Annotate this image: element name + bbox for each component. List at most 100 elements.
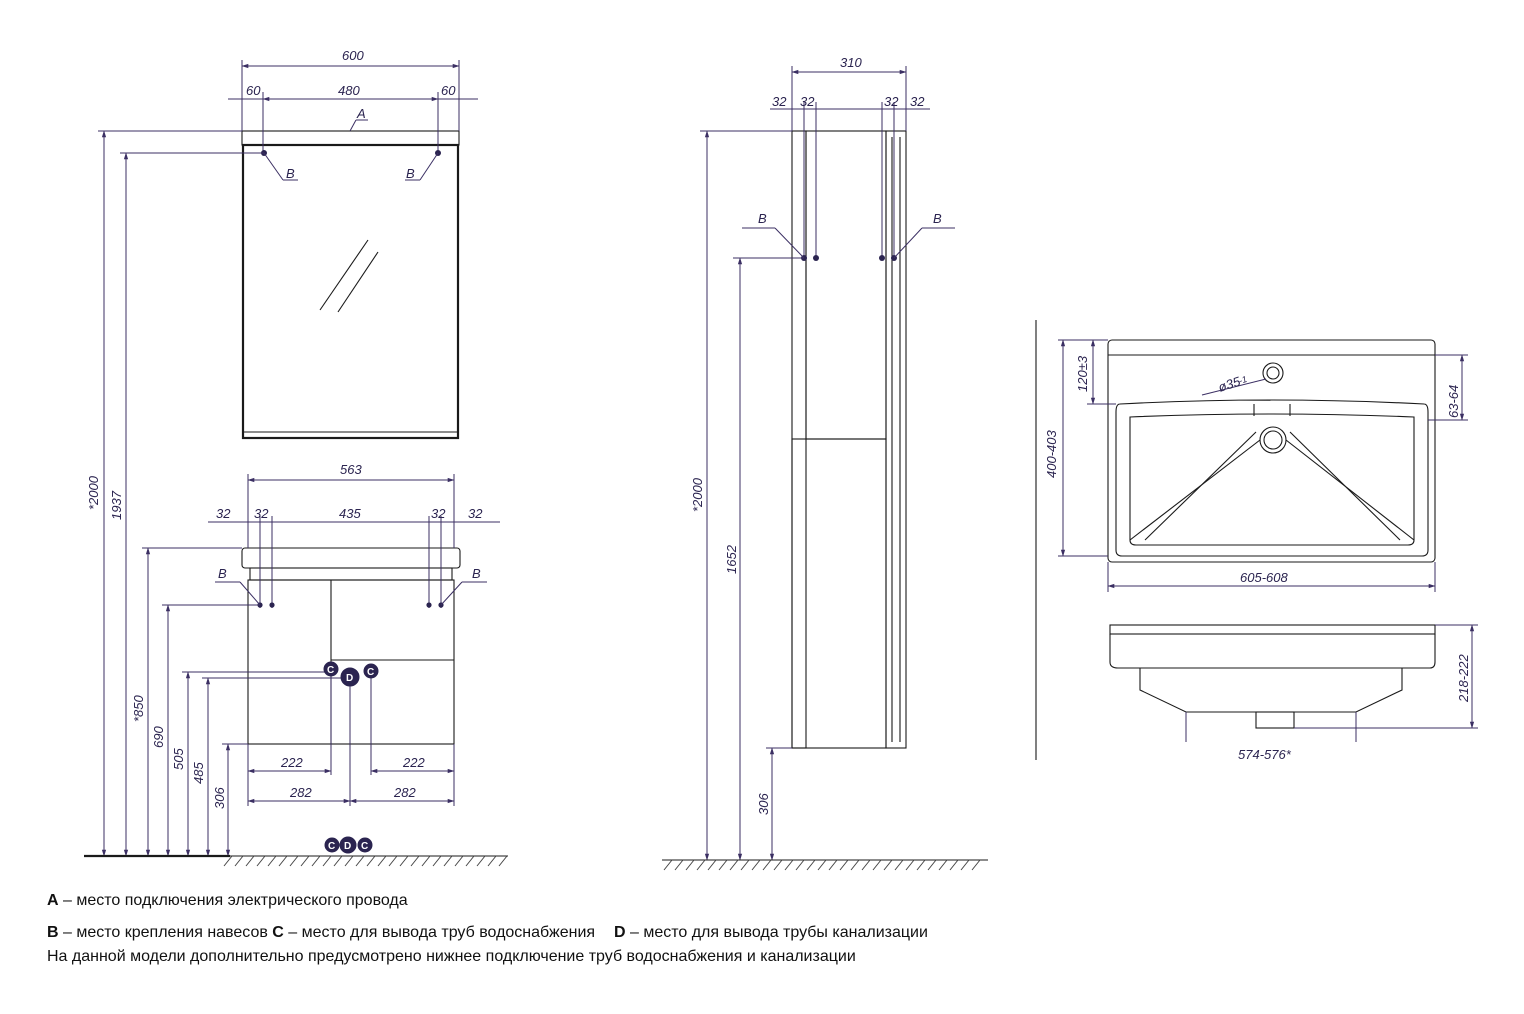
floor-hatch-stroke [278,855,288,867]
dim-w-d-right: 282 [393,785,416,800]
dim-mirror-side-right: 60 [441,83,456,98]
floor-hatch-stroke [916,859,926,871]
floor-hatch-stroke [432,855,442,867]
floor-hatch-stroke [366,855,376,867]
floor-hatch-stroke [388,855,398,867]
floor-hatch-stroke [344,855,354,867]
floor-hatch-stroke [872,859,882,871]
dim-basin-width: 605-608 [1240,570,1288,585]
floor-hatch-stroke [729,859,739,871]
legend-text-bottom-connection: На данной модели дополнительно предусмот… [47,948,856,965]
floor-hatch-stroke [861,859,871,871]
dim-h-c: 505 [171,748,186,770]
side-view [662,66,988,871]
floor-hatch-stroke [465,855,475,867]
legend-key-a: A [47,892,59,909]
dim-basin-tap-hole-tol: -1 [1238,374,1249,386]
basin-side-view [1109,624,1478,742]
legend-key-c: C [272,924,284,941]
dim-side-h-hinge: 1652 [724,544,739,574]
floor-hatch-stroke [421,855,431,867]
floor-hatch-stroke [740,859,750,871]
side-floor-hatch [663,859,981,871]
svg-text:C: C [367,667,374,678]
badge-floor-c-left: C [324,837,340,853]
front-floor-hatch [223,855,508,867]
floor-hatch-stroke [784,859,794,871]
label-b-mirror-right: B [406,166,415,181]
dim-basin-tap-hole: ø35 [1216,373,1243,394]
front-view [84,60,508,867]
floor-hatch-stroke [487,855,497,867]
label-b-cabinet-left: B [218,566,227,581]
floor-hatch-stroke [707,859,717,871]
floor-hatch-stroke [289,855,299,867]
label-b-side-right: B [933,211,942,226]
svg-text:D: D [344,841,351,852]
floor-hatch-stroke [696,859,706,871]
floor-hatch-stroke [267,855,277,867]
badge-floor-c-right: C [357,837,373,853]
dim-side-off3: 32 [884,94,899,109]
floor-hatch-stroke [927,859,937,871]
mirror-glare-1 [319,239,369,311]
legend-text-c: – место для вывода труб водоснабжения [283,924,600,941]
legend-text-a: – место подключения электрического прово… [58,892,408,909]
svg-text:C: C [361,841,368,852]
badge-c-right: C [363,663,379,679]
dim-h-bottom: 306 [212,787,227,809]
floor-hatch-stroke [245,855,255,867]
dim-basin-width-bottom: 574-576* [1238,747,1292,762]
dim-basin-height: 218-222 [1456,654,1471,703]
dim-h-hinge: 690 [151,726,166,748]
dim-mirror-inner: 480 [338,83,360,98]
dim-basin-tap-offset: 120±3 [1075,355,1090,392]
dim-cab-off-l2: 32 [254,506,269,521]
floor-hatch-stroke [311,855,321,867]
floor-hatch-stroke [894,859,904,871]
dim-h-total: *2000 [86,475,101,510]
floor-hatch-stroke [762,859,772,871]
floor-hatch-stroke [256,855,266,867]
dim-h-d: 485 [191,762,206,784]
label-b-cabinet-right: B [472,566,481,581]
basin-top-view [1058,339,1468,592]
floor-hatch-stroke [971,859,981,871]
legend-key-d: D [613,924,626,941]
floor-hatch-stroke [234,855,244,867]
floor-hatch-stroke [773,859,783,871]
dim-w-d-left: 282 [289,785,312,800]
dim-cabinet-width: 563 [340,462,362,477]
floor-hatch-stroke [718,859,728,871]
dim-basin-depth: 400-403 [1044,430,1059,478]
floor-hatch-stroke [883,859,893,871]
dim-basin-rim: 63-64 [1446,385,1461,418]
legend-line-1: A – место подключения электрического про… [47,892,408,910]
legend-line-3: На данной модели дополнительно предусмот… [47,948,856,966]
dim-h-basin: *850 [131,694,146,722]
floor-hatch-stroke [333,855,343,867]
svg-text:D: D [346,673,353,684]
dim-mirror-side-left: 60 [246,83,261,98]
floor-hatch-stroke [355,855,365,867]
dim-side-off4: 32 [910,94,925,109]
dim-side-h-total: *2000 [690,477,705,512]
label-a: A [356,106,366,121]
dim-cab-off-l1: 32 [216,506,231,521]
floor-hatch-stroke [663,859,673,871]
dim-side-off2: 32 [800,94,815,109]
label-b-side-left: B [758,211,767,226]
floor-hatch-stroke [938,859,948,871]
floor-hatch-stroke [498,855,508,867]
label-b-mirror-left: B [286,166,295,181]
vanity-cabinet [241,547,461,745]
dim-cab-inner: 435 [339,506,361,521]
badge-c-left: C [323,661,339,677]
floor-hatch-stroke [806,859,816,871]
dim-side-h-bottom: 306 [756,793,771,815]
legend-key-b: B [47,924,59,941]
floor-hatch-stroke [410,855,420,867]
floor-hatch-stroke [949,859,959,871]
dim-cab-off-r1: 32 [431,506,446,521]
mirror-glare-2 [337,251,379,313]
